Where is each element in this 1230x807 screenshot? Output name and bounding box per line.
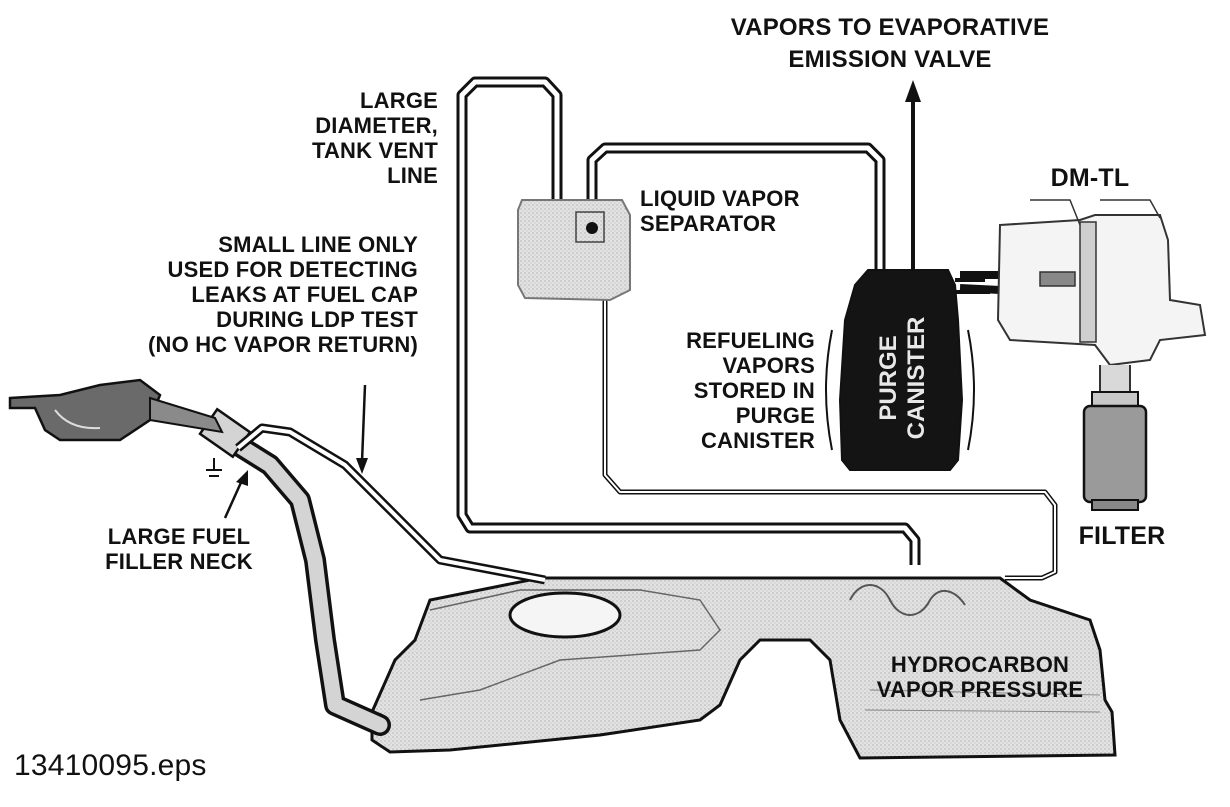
filter [1082,391,1148,511]
refuel-line3: STORED IN [693,378,815,403]
vapors-to-valve-line1: VAPORS TO EVAPORATIVE [730,14,1050,41]
small-line-line5: (NO HC VAPOR RETURN) [147,332,418,357]
tank-vent-line-label: LARGE DIAMETER, TANK VENT LINE [300,88,438,188]
fuel-nozzle-icon [8,378,224,442]
liquid-vapor-separator-label: LIQUID VAPOR SEPARATOR [640,186,860,236]
arrow-up-icon [905,80,921,270]
file-name-caption: 13410095.eps [14,749,207,782]
dm-tl-label: DM-TL [1050,164,1130,192]
hc-line1: HYDROCARBON [890,652,1070,677]
refuel-line5: CANISTER [700,428,815,453]
small-line-line1: SMALL LINE ONLY [218,232,418,257]
canister-text-line2: CANISTER [903,317,930,440]
refueling-vapors-label: REFUELING VAPORS STORED IN PURGE CANISTE… [640,328,815,453]
canister-text-line1: PURGE [875,335,902,420]
fuel-tank [370,576,1117,760]
separator-canister-line [586,142,886,275]
filler-line1: LARGE FUEL [107,524,251,549]
lvs-line2: SEPARATOR [640,211,777,236]
tank-vent-line [456,76,921,565]
tank-vent-line4: LINE [387,163,438,188]
lvs-line1: LIQUID VAPOR [640,186,800,211]
tank-vent-line1: LARGE [360,88,438,113]
refuel-line1: REFUELING [686,328,815,353]
dm-tl-pump [996,199,1207,396]
small-line-line4: DURING LDP TEST [216,307,418,332]
purge-canister: PURGE CANISTER [825,269,990,471]
hydrocarbon-pressure-label: HYDROCARBON VAPOR PRESSURE [860,652,1100,702]
small-line-line2: USED FOR DETECTING [167,257,418,282]
hc-line2: VAPOR PRESSURE [876,677,1084,702]
refuel-line2: VAPORS [722,353,815,378]
liquid-vapor-separator [517,199,631,302]
small-line-line3: LEAKS AT FUEL CAP [191,282,418,307]
refuel-line4: PURGE [735,403,815,428]
small-line-label: SMALL LINE ONLY USED FOR DETECTING LEAKS… [80,232,418,357]
leader-arrows [206,384,368,519]
fuel-filler-neck-label: LARGE FUEL FILLER NECK [90,524,268,574]
vapors-to-valve-label: VAPORS TO EVAPORATIVE EMISSION VALVE [680,12,1100,76]
filter-label: FILTER [1078,522,1166,550]
vapors-to-valve-line2: EMISSION VALVE [788,46,992,73]
tank-vent-line2: DIAMETER, [315,113,438,138]
tank-vent-line3: TANK VENT [311,138,438,163]
small-leak-line [235,423,546,585]
separator-drain-line [602,298,1058,581]
canister-dmtl-hoses [959,271,1001,294]
filler-line2: FILLER NECK [105,549,253,574]
